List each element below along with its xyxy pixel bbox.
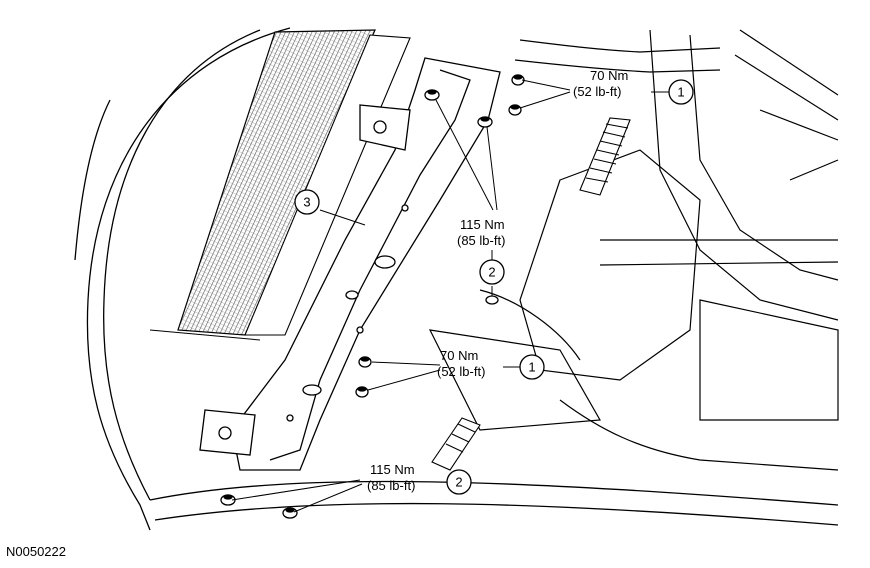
leader-lines (231, 79, 571, 513)
radiator-support-bracket (199, 57, 501, 471)
torque-label-1-upper-nm: 70 Nm (590, 68, 628, 83)
figure-id: N0050222 (6, 544, 66, 559)
torque-label-2-upper-nm: 115 Nm (460, 217, 505, 232)
torque-label-2-upper-lbft: (85 lb-ft) (457, 233, 505, 248)
bolt-2-mid (485, 295, 499, 305)
torque-label-1-lower-nm: 70 Nm (440, 348, 478, 363)
steering-boot (431, 117, 631, 471)
bolt-upper-2a (424, 89, 440, 101)
callout-circles (294, 79, 694, 495)
callout-1-upper-number: 1 (677, 85, 684, 100)
bolt-lower-2b (282, 507, 298, 519)
callout-1-lower-number: 1 (528, 360, 535, 375)
callout-2-lower-number: 2 (455, 475, 462, 490)
callout-3 (294, 189, 320, 215)
torque-label-1-upper-lbft: (52 lb-ft) (573, 84, 621, 99)
torque-label-1-lower-lbft: (52 lb-ft) (437, 364, 485, 379)
callout-3-number: 3 (303, 195, 310, 210)
bolt-upper-2b (477, 116, 493, 128)
bumper-arc (74, 27, 839, 531)
bolt-mid-1b (355, 386, 369, 398)
bolt-upper-1b (508, 104, 522, 116)
callout-2-upper-number: 2 (488, 265, 495, 280)
subframe (428, 29, 839, 471)
torque-label-2-lower-nm: 115 Nm (370, 462, 415, 477)
bolts (220, 74, 525, 519)
bolt-upper-1a (511, 74, 525, 86)
torque-label-2-lower-lbft: (85 lb-ft) (367, 478, 415, 493)
bolt-mid-1a (358, 356, 372, 368)
